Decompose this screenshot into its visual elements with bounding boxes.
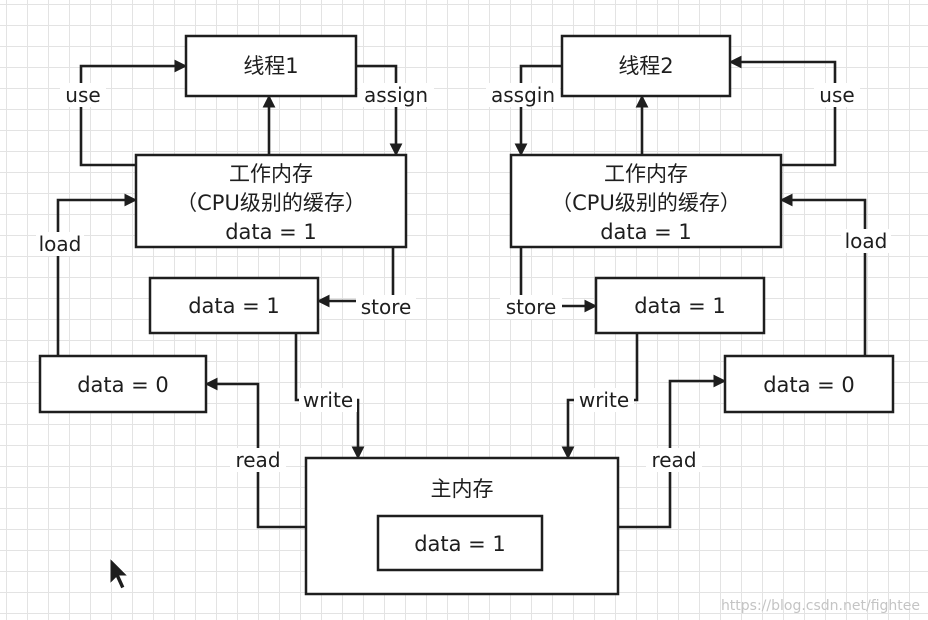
edge-labels: use assign load store write read assgin … [36, 83, 891, 472]
store-buffer-2-box: data = 1 [594, 276, 766, 335]
write-label-2: write [579, 388, 629, 412]
use-label-2: use [819, 83, 854, 107]
read-buffer-1-value: data = 0 [77, 373, 169, 397]
write-label-1: write [303, 388, 353, 412]
store-buffer-1-box: data = 1 [148, 276, 320, 335]
working-memory-2-title: 工作内存 [604, 162, 688, 186]
assign-edge-1 [356, 64, 403, 157]
read-buffer-2-box: data = 0 [723, 354, 895, 414]
assgin-edge-2 [514, 64, 562, 157]
store-label-2: store [506, 295, 557, 319]
working-memory-2-subtitle: （CPU级别的缓存） [551, 191, 741, 215]
working-memory-1-subtitle: （CPU级别的缓存） [176, 191, 366, 215]
use-label-1: use [65, 83, 100, 107]
store-buffer-1-value: data = 1 [188, 294, 280, 318]
read-label-2: read [651, 448, 696, 472]
store-buffer-2-value: data = 1 [634, 294, 726, 318]
load-edge-2 [779, 193, 867, 356]
thread1-title: 线程1 [243, 54, 298, 78]
read-buffer-1-box: data = 0 [38, 354, 208, 414]
assgin-label-2: assgin [491, 83, 555, 107]
load-label-1: load [39, 232, 82, 256]
use-edge-1 [79, 59, 188, 167]
load-label-2: load [845, 229, 888, 253]
store-edge-1 [316, 247, 395, 308]
thread2-box: 线程2 [560, 34, 732, 98]
mouse-cursor-icon [109, 556, 130, 590]
working-memory-1-box: 工作内存 （CPU级别的缓存） data = 1 [134, 153, 408, 249]
use-edge-2 [728, 55, 837, 167]
assign-label-1: assign [364, 83, 428, 107]
main-memory-value: data = 1 [414, 532, 506, 556]
read-buffer-2-value: data = 0 [763, 373, 855, 397]
working-memory-1-title: 工作内存 [229, 162, 313, 186]
working-memory-2-value: data = 1 [600, 220, 692, 244]
read-label-1: read [235, 448, 280, 472]
main-memory-value-box: data = 1 [376, 514, 544, 572]
working-memory-1-value: data = 1 [225, 220, 317, 244]
thread2-title: 线程2 [618, 54, 673, 78]
working-memory-2-box: 工作内存 （CPU级别的缓存） data = 1 [509, 153, 783, 249]
store-label-1: store [361, 295, 412, 319]
thread1-box: 线程1 [184, 34, 358, 98]
load-edge-1 [56, 193, 138, 356]
main-memory-title: 主内存 [431, 477, 494, 501]
watermark-text: https://blog.csdn.net/fightee [721, 598, 920, 614]
